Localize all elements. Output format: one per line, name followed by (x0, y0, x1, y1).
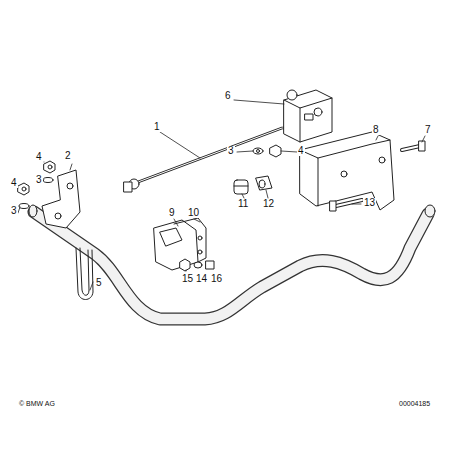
callout-number: 3 (227, 146, 235, 156)
copyright-note: 00004185 (398, 400, 431, 407)
callout-number: 13 (363, 198, 376, 208)
callout-number: 16 (210, 274, 223, 284)
callout-number: 4 (10, 178, 18, 188)
callout-number: 7 (424, 125, 432, 135)
callout-number: 5 (95, 278, 103, 288)
callout-number: 4 (35, 152, 43, 162)
callout-number: 4 (297, 146, 305, 156)
callout-number: 8 (372, 125, 380, 135)
copyright-note: © BMW AG (18, 400, 56, 407)
callout-number: 9 (168, 208, 176, 218)
callout-number: 14 (195, 274, 208, 284)
callout-number: 11 (237, 199, 249, 209)
callout-number: 10 (187, 208, 200, 218)
callout-number: 3 (10, 206, 18, 216)
callout-number: 15 (181, 274, 194, 284)
callout-number: 6 (224, 91, 232, 101)
callout-number: 3 (35, 175, 43, 185)
callout-number: 12 (262, 199, 275, 209)
callout-number: 1 (153, 122, 161, 132)
callout-number: 2 (64, 151, 72, 161)
